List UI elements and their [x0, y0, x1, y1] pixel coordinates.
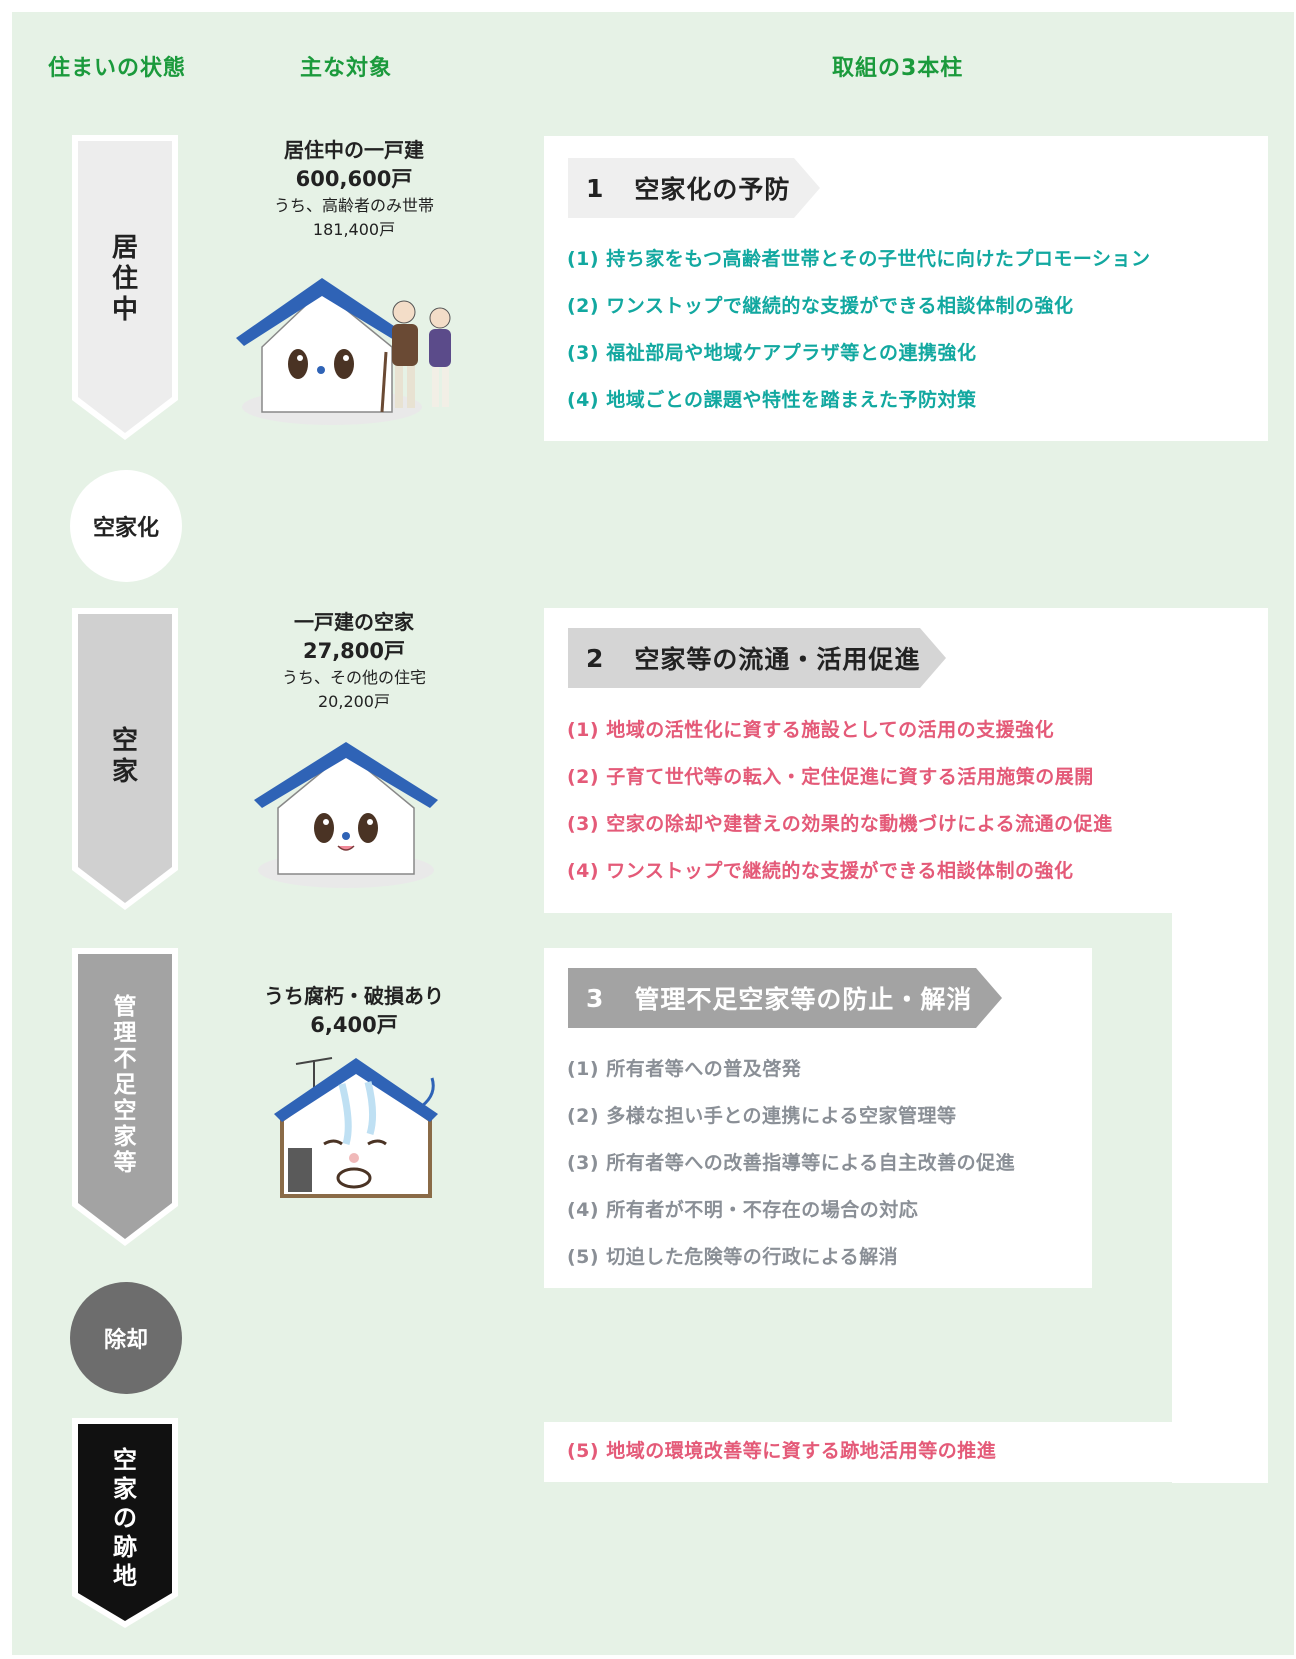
state-arrow-vacant: 空家	[72, 608, 178, 910]
state-label-char: 理	[113, 1020, 137, 1046]
target-occupied-sub-count: 181,400戸	[312, 220, 396, 239]
pillar-2-panel-connector	[1172, 913, 1268, 1483]
occupied-house-with-elderly-couple-illustration	[236, 278, 451, 425]
target-occupied-sub-label: うち、高齢者のみ世帯	[273, 196, 434, 215]
pillar-3-item: (4) 所有者が不明・不存在の場合の対応	[567, 1199, 919, 1221]
pillar-3-banner: 3 管理不足空家等の防止・解消	[568, 968, 1002, 1028]
pillar-1-items: (1) 持ち家をもつ高齢者世帯とその子世代に向けたプロモーション (2) ワンス…	[567, 236, 1151, 424]
state-label-char: 等	[113, 1150, 137, 1176]
state-label-char: 足	[113, 1072, 137, 1098]
pillar-2-number: 2	[586, 643, 605, 673]
pillar-2-item: (4) ワンストップで継続的な支援ができる相談体制の強化	[567, 860, 1074, 882]
target-occupied: 居住中の一戸建 600,600戸 うち、高齢者のみ世帯 181,400戸	[238, 136, 470, 242]
pillar-3-items: (1) 所有者等への普及啓発 (2) 多様な担い手との連携による空家管理等 (3…	[567, 1046, 1015, 1281]
state-label-char: 空	[113, 1098, 137, 1124]
pillar-1-banner-shape	[568, 158, 820, 218]
transition-vacancy: 空家化	[70, 470, 182, 582]
target-occupied-count: 600,600戸	[295, 167, 413, 191]
state-label-char: 家	[111, 757, 138, 787]
target-vacant-sub-label: うち、その他の住宅	[281, 668, 426, 687]
state-label-char: 家	[113, 1124, 137, 1150]
pillar-1-item: (3) 福祉部局や地域ケアプラザ等との連携強化	[567, 342, 977, 364]
transition-removal-label: 除却	[103, 1328, 148, 1353]
state-label-char: 空	[111, 726, 138, 756]
state-label-site: 空家の跡地	[72, 1446, 178, 1591]
state-label-char: 居	[111, 233, 138, 263]
pillar-2-items: (1) 地域の活性化に資する施設としての活用の支援強化 (2) 子育て世代等の転…	[567, 707, 1113, 895]
header-pillars: 取組の3本柱	[832, 56, 964, 81]
state-label-char: 跡	[113, 1533, 137, 1561]
pillar-1-item: (2) ワンストップで継続的な支援ができる相談体制の強化	[567, 295, 1074, 317]
state-label-occupied: 居住中	[72, 233, 178, 326]
pillar-2-banner: 2 空家等の流通・活用促進	[568, 628, 946, 688]
state-arrow-site: 空家の跡地	[72, 1418, 178, 1628]
decayed-house-illustration	[274, 1057, 438, 1198]
pillar-2-item: (5) 地域の環境改善等に資する跡地活用等の推進	[567, 1440, 997, 1462]
target-vacant-count: 27,800戸	[302, 639, 406, 663]
target-decayed-title: うち腐朽・破損あり	[264, 984, 444, 1008]
target-decayed: うち腐朽・破損あり 6,400戸	[238, 982, 470, 1040]
state-arrow-unmanaged: 管理不足空家等	[72, 948, 178, 1246]
pillar-2-item: (2) 子育て世代等の転入・定住促進に資する活用施策の展開	[567, 766, 1094, 788]
state-label-char: 中	[111, 295, 138, 325]
pillar-1-number: 1	[586, 173, 605, 203]
target-vacant-sub-count: 20,200戸	[318, 692, 390, 711]
vacant-house-illustration	[254, 742, 438, 888]
pillar-3-number: 3	[586, 983, 605, 1013]
state-label-char: の	[113, 1504, 137, 1532]
pillar-2-extra-item: (5) 地域の環境改善等に資する跡地活用等の推進	[567, 1428, 996, 1475]
pillar-3-item: (2) 多様な担い手との連携による空家管理等	[567, 1105, 957, 1127]
transition-vacancy-label: 空家化	[92, 516, 159, 541]
state-label-char: 空	[113, 1446, 137, 1474]
pillar-1-item: (4) 地域ごとの課題や特性を踏まえた予防対策	[567, 389, 977, 411]
pillar-1-banner: 1 空家化の予防	[568, 158, 820, 218]
pillar-3-item: (5) 切迫した危険等の行政による解消	[567, 1246, 899, 1268]
target-vacant-title: 一戸建の空家	[294, 610, 414, 634]
state-arrow-occupied: 居住中	[72, 135, 178, 440]
state-label-char: 地	[113, 1562, 137, 1590]
pillar-2-banner-shape	[568, 628, 946, 688]
state-label-char: 家	[113, 1475, 137, 1503]
pillar-3-item: (3) 所有者等への改善指導等による自主改善の促進	[567, 1152, 1016, 1174]
header-target: 主な対象	[300, 56, 393, 81]
target-vacant: 一戸建の空家 27,800戸 うち、その他の住宅 20,200戸	[238, 608, 470, 714]
state-label-vacant: 空家	[72, 726, 178, 788]
state-label-unmanaged: 管理不足空家等	[72, 994, 178, 1176]
pillar-2-panel-bottom	[544, 1422, 1268, 1482]
state-label-char: 住	[111, 264, 138, 294]
pillar-2-title: 空家等の流通・活用促進	[634, 645, 921, 674]
transition-removal: 除却	[70, 1282, 182, 1394]
state-label-char: 不	[113, 1046, 137, 1072]
state-label-char: 管	[113, 994, 137, 1020]
pillar-3-banner-shape	[568, 968, 1002, 1028]
pillar-1-title: 空家化の予防	[634, 175, 791, 204]
pillar-3-title: 管理不足空家等の防止・解消	[634, 985, 973, 1014]
target-decayed-count: 6,400戸	[310, 1013, 398, 1037]
header-state: 住まいの状態	[48, 56, 187, 81]
pillar-2-item: (3) 空家の除却や建替えの効果的な動機づけによる流通の促進	[567, 813, 1113, 835]
pillar-3-item: (1) 所有者等への普及啓発	[567, 1058, 802, 1080]
pillar-2-item: (1) 地域の活性化に資する施設としての活用の支援強化	[567, 719, 1055, 741]
pillar-1-item: (1) 持ち家をもつ高齢者世帯とその子世代に向けたプロモーション	[567, 248, 1151, 270]
target-occupied-title: 居住中の一戸建	[284, 138, 424, 162]
